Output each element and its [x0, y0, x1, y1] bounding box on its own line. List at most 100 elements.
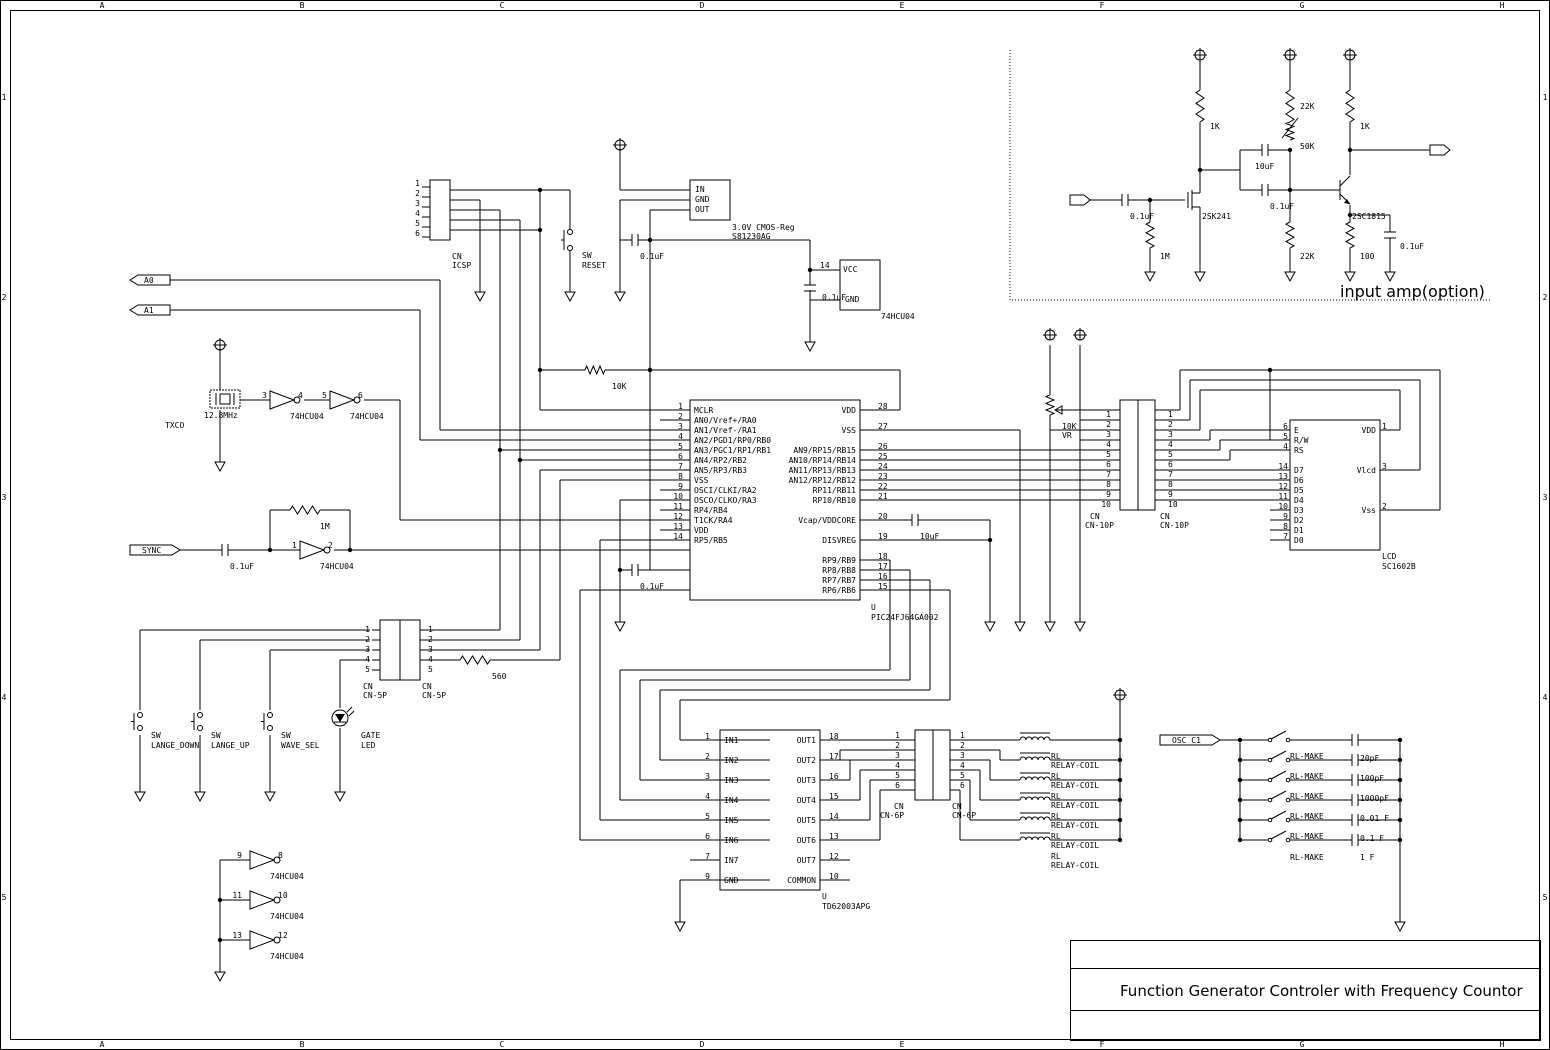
driver-pin-num: 6: [705, 832, 710, 841]
ground-symbol: [1074, 621, 1086, 633]
cn5p-pin: 3: [365, 645, 370, 654]
capacitor: [1351, 754, 1359, 766]
cn5p-pin: 1: [428, 625, 433, 634]
power-symbol: [613, 138, 627, 151]
push-switch: [131, 712, 143, 731]
lcd-ref: LCD: [1382, 552, 1397, 561]
relay-coil-label: RELAY-COIL: [1051, 861, 1099, 870]
cn6p-ref: CN: [894, 802, 904, 811]
driver-pin-num: 2: [705, 752, 710, 761]
mcu-pin-num: 16: [878, 572, 888, 581]
ground-symbol: [1394, 921, 1406, 933]
cn5p-name: CN-5P: [363, 691, 387, 700]
junction-dot: [1397, 797, 1403, 803]
junction-dot: [537, 187, 543, 193]
lcd-pin-name: Vss: [1362, 506, 1377, 515]
lcd-pin-num: 13: [1278, 472, 1288, 481]
sw-down-ref: SW: [151, 731, 161, 740]
amp-fet-label: 2SK241: [1202, 212, 1231, 221]
frame-col-bottom: H: [1500, 1040, 1505, 1049]
mcu-pin-name: VSS: [842, 426, 857, 435]
lcd-pin-name: D0: [1294, 536, 1304, 545]
mcu-pin-num: 23: [878, 472, 888, 481]
driver-pin-name: IN7: [724, 856, 739, 865]
ground-symbol: [564, 291, 576, 303]
icsp-pin: 1: [415, 179, 420, 188]
lcd-pin-num: 14: [1278, 462, 1288, 471]
inv-part: 74HCU04: [881, 312, 915, 321]
power-symbol: [1283, 48, 1297, 61]
relay-make-contact: [1267, 730, 1291, 743]
junction-dot: [1117, 737, 1123, 743]
driver-pin-name: OUT2: [797, 756, 816, 765]
lcd-pin-num: 3: [1382, 462, 1387, 471]
vr-10k: [1053, 405, 1063, 415]
sw-reset-label: RESET: [582, 261, 606, 270]
relay-coil-label: RELAY-COIL: [1051, 761, 1099, 770]
cn6p-pin: 2: [895, 741, 900, 750]
port-a1: A1: [129, 304, 171, 316]
icsp-pin: 5: [415, 219, 420, 228]
cap-value: 1000pF: [1360, 794, 1389, 803]
wires: [139, 60, 1441, 972]
amp-c01-in: 0.1uF: [1130, 212, 1154, 221]
cn10p-pin: 9: [1106, 490, 1111, 499]
ground-symbol: [214, 461, 226, 473]
lcd-pin-num: 8: [1283, 522, 1288, 531]
junction-dot: [807, 267, 813, 273]
lcd-pin-name: D7: [1294, 466, 1304, 475]
relay-ref: RL: [1051, 772, 1061, 781]
tcxo-freq: 12.8MHz: [204, 411, 238, 420]
mcu-pin-name: AN4/RP2/RB2: [694, 456, 747, 465]
cn5p-pin: 1: [365, 625, 370, 634]
ground-symbol: [674, 921, 686, 933]
mcu-pin-name: AN5/RP3/RB3: [694, 466, 747, 475]
push-switch: [191, 712, 203, 731]
inv-pin: 11: [232, 891, 242, 900]
driver-pin-name: IN6: [724, 836, 739, 845]
capacitor: [1261, 144, 1269, 156]
amp-r22k-b: 22K: [1300, 252, 1315, 261]
mcu-pin-name: AN2/PGD1/RP0/RB0: [694, 436, 771, 445]
amp-c01-out: 0.1uF: [1400, 242, 1424, 251]
mcu-pin-name: T1CK/RA4: [694, 516, 733, 525]
junction-dot: [1197, 167, 1203, 173]
cn10p-name: CN-10P: [1160, 521, 1189, 530]
mcu-name: PIC24FJ64GA002: [871, 613, 939, 622]
cn10p-pin: 3: [1168, 430, 1173, 439]
driver-ref: U: [822, 892, 827, 901]
junction-dot: [1237, 817, 1243, 823]
frame-col-top: A: [100, 1, 105, 10]
regulator-part: S81230AG: [732, 232, 771, 241]
mcu-pin-num: 12: [673, 512, 683, 521]
amp-fet: [1187, 190, 1201, 210]
mcu-pin-num: 21: [878, 492, 888, 501]
port-osc-c1: OSC_C1: [1159, 734, 1221, 746]
frame-col-top: B: [300, 1, 305, 10]
push-switch: [261, 712, 273, 731]
mcu-pin-num: 11: [673, 502, 683, 511]
mcu-pin-num: 6: [678, 452, 683, 461]
junction-dot: [537, 367, 543, 373]
cn10p-pin: 2: [1168, 420, 1173, 429]
driver-name: TD62003APG: [822, 902, 870, 911]
sw-up-ref: SW: [211, 731, 221, 740]
rl-make-label: RL-MAKE: [1290, 772, 1324, 781]
mcu-pin-name: AN12/RP12/RB12: [789, 476, 857, 485]
frame-col-top: C: [500, 1, 505, 10]
ground-symbol: [1344, 271, 1356, 283]
port-sync: SYNC: [129, 544, 181, 556]
cn10p-pin: 7: [1106, 470, 1111, 479]
inv-pin: 9: [237, 851, 242, 860]
cn10p-pin: 7: [1168, 470, 1173, 479]
ground-symbol: [1384, 271, 1396, 283]
port-a0-label: A0: [144, 276, 154, 285]
mcu-pin-name: RP6/RB6: [822, 586, 856, 595]
vdd-cap-label: 0.1uF: [640, 582, 664, 591]
relay-make-contact: [1267, 770, 1291, 783]
frame-col-top: H: [1500, 1, 1505, 10]
inv-pin: 4: [298, 391, 303, 400]
